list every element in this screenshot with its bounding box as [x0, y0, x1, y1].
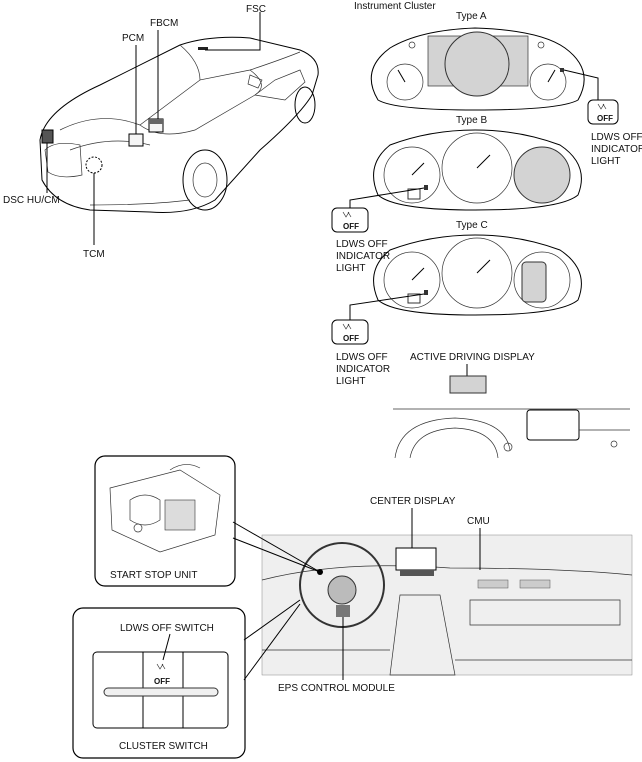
- cluster-switch-inset: OFF: [72, 607, 246, 759]
- dsc-module-marker: [41, 129, 54, 144]
- start-stop-unit-label: START STOP UNIT: [110, 570, 197, 581]
- pcm-module-marker: [128, 133, 144, 147]
- eps-control-module-label: EPS CONTROL MODULE: [278, 683, 395, 694]
- center-display-small: [526, 409, 580, 441]
- ldws-off-indicator-b: OFF: [331, 207, 369, 233]
- tcm-label: TCM: [83, 249, 105, 260]
- cluster-type-c: [373, 234, 582, 316]
- ldws-indicator-b-line2: INDICATOR: [336, 251, 390, 262]
- lane-icon-switch: [156, 663, 166, 670]
- type-c-label: Type C: [456, 220, 488, 231]
- off-glyph-c: OFF: [343, 334, 359, 343]
- start-stop-unit-inset: [94, 455, 236, 587]
- ldws-indicator-a-line2: INDICATOR: [591, 144, 642, 155]
- active-driving-display-label: ACTIVE DRIVING DISPLAY: [410, 352, 535, 363]
- fbcm-label: FBCM: [150, 18, 178, 29]
- ldws-indicator-c-line2: INDICATOR: [336, 364, 390, 375]
- dashboard-view-small: [393, 408, 630, 459]
- active-driving-display-unit: [449, 375, 487, 394]
- cluster-type-b: [373, 129, 582, 211]
- type-b-label: Type B: [456, 115, 487, 126]
- off-glyph-a: OFF: [597, 114, 613, 123]
- ldws-indicator-c-line1: LDWS OFF: [336, 352, 388, 363]
- tcm-module-marker: [85, 156, 103, 174]
- pcm-label: PCM: [122, 33, 144, 44]
- ldws-off-indicator-c: OFF: [331, 319, 369, 345]
- center-display: [395, 547, 437, 571]
- fsc-module-marker: [198, 47, 208, 50]
- off-glyph-b: OFF: [343, 222, 359, 231]
- cluster-type-a: [370, 27, 585, 111]
- ldws-indicator-b-line1: LDWS OFF: [336, 239, 388, 250]
- cmu-label: CMU: [467, 516, 490, 527]
- interior-illustration: [261, 534, 633, 676]
- ldws-indicator-b-line3: LIGHT: [336, 263, 365, 274]
- lane-icon: [597, 103, 607, 110]
- dsc-label: DSC HU/CM: [3, 195, 60, 206]
- type-a-label: Type A: [456, 11, 487, 22]
- instrument-cluster-title: Instrument Cluster: [354, 1, 436, 12]
- center-display-label: CENTER DISPLAY: [370, 496, 456, 507]
- vehicle-illustration: [39, 36, 319, 213]
- ldws-off-switch-label: LDWS OFF SWITCH: [120, 623, 214, 634]
- ldws-off-switch-glyph: OFF: [154, 677, 170, 686]
- fsc-label: FSC: [246, 4, 266, 15]
- ldws-indicator-a-line1: LDWS OFF: [591, 132, 642, 143]
- ldws-off-indicator-a: OFF: [587, 99, 619, 125]
- ldws-indicator-c-line3: LIGHT: [336, 376, 365, 387]
- cluster-switch-label: CLUSTER SWITCH: [119, 741, 208, 752]
- ldws-indicator-a-line3: LIGHT: [591, 156, 620, 167]
